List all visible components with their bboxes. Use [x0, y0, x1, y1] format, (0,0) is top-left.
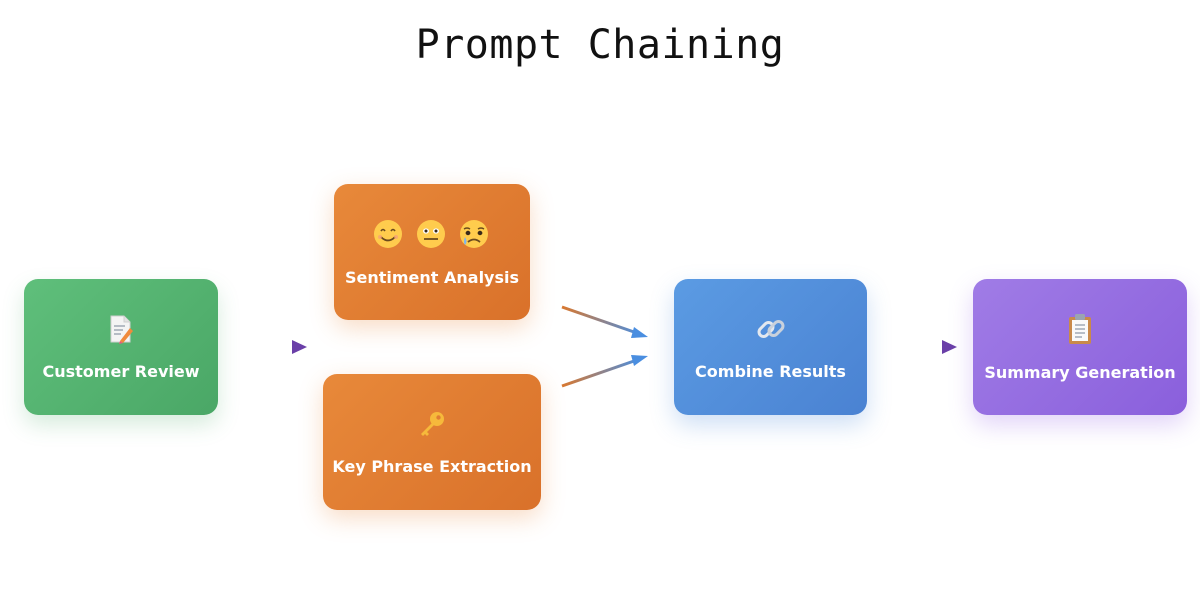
document-pencil-icon — [108, 314, 134, 348]
node-combine-results: Combine Results — [674, 279, 867, 415]
neutral-face-icon — [417, 219, 445, 248]
arrow-keyphrase-to-combine — [561, 355, 648, 388]
node-label: Summary Generation — [984, 362, 1176, 382]
sad-face-icon — [460, 219, 488, 248]
smiling-face-icon — [374, 219, 402, 248]
node-customer-review: Customer Review — [24, 279, 218, 415]
arrow-sentiment-to-combine — [561, 305, 648, 338]
node-label: Sentiment Analysis — [344, 267, 520, 287]
node-label: Combine Results — [695, 361, 846, 381]
node-sentiment-analysis: Sentiment Analysis — [334, 184, 530, 320]
node-label: Key Phrase Extraction — [332, 456, 532, 476]
diagram-title: Prompt Chaining — [415, 22, 785, 68]
link-icon — [755, 314, 787, 348]
emoji-faces-icon — [373, 218, 491, 254]
node-label: Customer Review — [42, 361, 200, 381]
clipboard-icon — [1067, 313, 1093, 349]
key-icon — [417, 409, 447, 443]
node-key-phrase-extraction: Key Phrase Extraction — [323, 374, 541, 510]
node-summary-generation: Summary Generation — [973, 279, 1187, 415]
arrow-review-to-analysis — [234, 340, 307, 354]
arrow-combine-to-summary — [885, 340, 957, 354]
